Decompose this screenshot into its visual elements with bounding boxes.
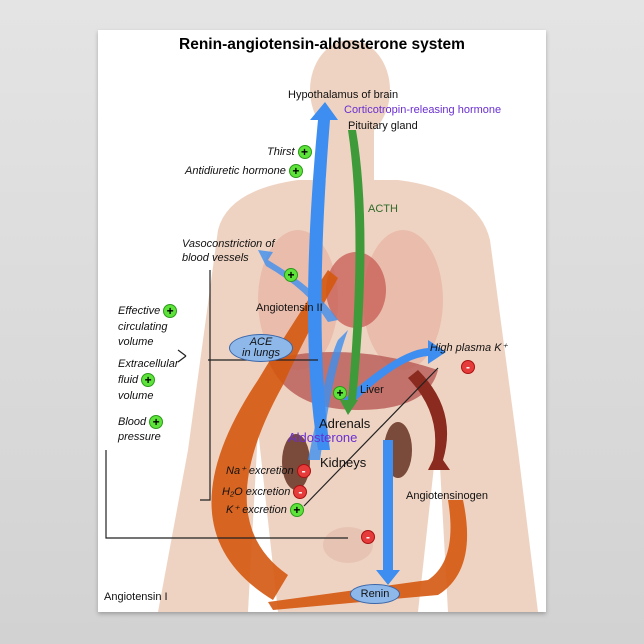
minus-icon: -	[361, 530, 375, 544]
orange-arrow-to-angiotensin-i	[268, 500, 468, 610]
label-aldosterone: Aldosterone	[288, 430, 358, 445]
label-angiotensin-i: Angiotensin I	[104, 591, 168, 603]
bladder	[323, 527, 373, 563]
label-adh: Antidiuretic hormone	[185, 164, 286, 177]
minus-icon: -	[461, 360, 475, 374]
label-volume: volume	[118, 336, 154, 348]
label-thirst-row: Thirst+	[267, 145, 312, 159]
label-blood-row: Blood+	[118, 415, 164, 429]
plus-icon: +	[297, 145, 312, 159]
label-adrenals: Adrenals	[319, 416, 371, 431]
label-pituitary: Pituitary gland	[348, 120, 418, 132]
label-extracellular: Extracellular	[118, 358, 179, 370]
label-crh: Corticotropin-releasing hormone	[344, 104, 502, 116]
label-renin: Renin	[360, 588, 390, 600]
label-fluid-row: fluid+	[118, 373, 156, 387]
label-ace-lungs: in lungs	[242, 347, 280, 359]
poster: Renin-angiotensin-aldosterone system Hyp…	[98, 30, 546, 612]
label-liver: Liver	[360, 384, 384, 396]
label-angiotensin-ii: Angiotensin II	[256, 302, 323, 314]
label-fluid: fluid	[118, 373, 139, 386]
label-vasoconstriction-2: blood vessels	[182, 252, 249, 264]
label-blood: Blood	[118, 415, 147, 428]
plus-icon: +	[149, 415, 164, 429]
label-effective-row: Effective+	[118, 304, 178, 318]
label-pressure: pressure	[118, 431, 161, 443]
blue-arrow-to-vessels	[258, 250, 338, 322]
plus-icon: +	[284, 268, 298, 282]
label-adh-row: Antidiuretic hormone+	[185, 164, 303, 178]
blue-arrow-to-renin	[376, 440, 400, 585]
label-effective: Effective	[118, 304, 161, 317]
blue-arrow-to-adrenal	[308, 330, 348, 460]
poster-title: Renin-angiotensin-aldosterone system	[179, 36, 465, 53]
plus-icon: +	[141, 373, 156, 387]
minus-icon: -	[296, 464, 311, 478]
blue-arrow-to-hypothalamus	[308, 102, 338, 450]
lung-right	[363, 230, 443, 370]
label-ace: ACE	[249, 336, 273, 348]
plus-icon: +	[288, 164, 303, 178]
body-illustration	[105, 40, 538, 612]
label-na-row: Na⁺ excretion-	[226, 464, 311, 478]
renin-ellipse: Renin	[350, 584, 400, 604]
label-acth: ACTH	[368, 203, 398, 215]
label-h2o-excretion: H₂O excretion	[222, 485, 291, 498]
label-k-row: K⁺ excretion+	[226, 503, 304, 517]
label-kidneys: Kidneys	[320, 455, 367, 470]
plus-icon: +	[289, 503, 304, 517]
label-k-excretion: K⁺ excretion	[226, 503, 287, 516]
angiotensinogen-arrow	[408, 370, 450, 470]
label-thirst: Thirst	[267, 145, 295, 158]
orange-arrow-ang1-to-ang2	[211, 270, 338, 600]
label-hypothalamus: Hypothalamus of brain	[288, 89, 399, 101]
label-ecf-volume: volume	[118, 390, 154, 402]
label-na-excretion: Na⁺ excretion	[226, 464, 294, 477]
label-high-k: High plasma K⁺	[430, 342, 508, 354]
label-h2o-row: H₂O excretion-	[222, 485, 308, 499]
blue-arrow-high-k	[343, 340, 446, 408]
plus-icon: +	[163, 304, 178, 318]
plus-icon: +	[333, 386, 347, 400]
acth-arrow	[340, 130, 365, 415]
connector-lines	[105, 270, 439, 539]
label-circulating: circulating	[118, 321, 168, 333]
label-vasoconstriction-1: Vasoconstriction of	[182, 238, 275, 250]
label-angiotensinogen: Angiotensinogen	[406, 490, 488, 502]
minus-icon: -	[293, 485, 308, 499]
